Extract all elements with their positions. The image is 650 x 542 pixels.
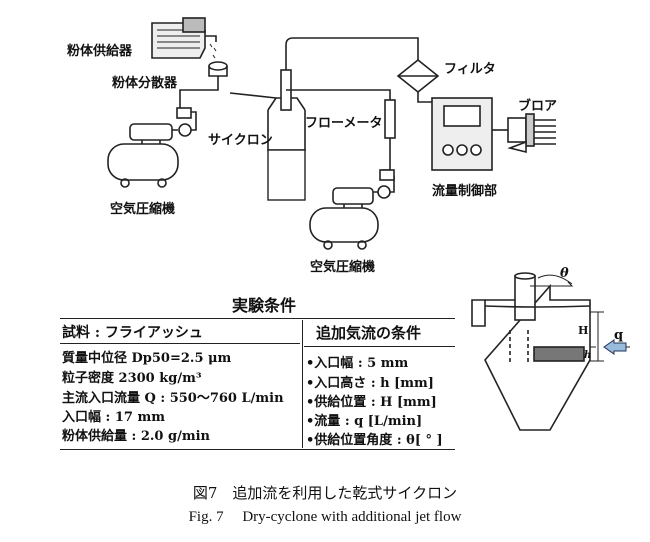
table-top-rule [60, 318, 455, 319]
label-air-compressor-2: 空気圧縮機 [310, 260, 376, 275]
label-q: q [614, 328, 624, 343]
main-header-rule [60, 343, 300, 344]
label-flow-meter: フローメータ [305, 116, 383, 131]
label-flow-controller: 流量制御部 [432, 184, 498, 199]
table-bottom-rule [60, 449, 455, 450]
main-conditions-header: 試料 : フライアッシュ [62, 325, 203, 341]
air-compressor-1-icon [107, 107, 197, 188]
conditions-title: 実験条件 [232, 296, 297, 315]
main-condition-5: 粉体供給量 : 2.0 g/min [62, 429, 210, 444]
outlet-pipe [285, 37, 419, 70]
jet-condition-2: •入口高さ : h [mm] [306, 376, 434, 391]
main-condition-2: 粒子密度 2300 kg/m³ [62, 371, 202, 386]
caption-english: Fig. 7 Dry-cyclone with additional jet f… [188, 509, 462, 525]
label-air-compressor-1: 空気圧縮機 [110, 202, 176, 217]
label-cyclone: サイクロン [208, 133, 273, 148]
caption-japanese: 図7 追加流を利用した乾式サイクロン [192, 484, 458, 502]
flow-meter-icon [382, 99, 396, 171]
label-H: H [578, 324, 589, 337]
powder-disperser-icon [179, 61, 228, 110]
main-condition-4: 入口幅 : 17 mm [62, 410, 165, 425]
jet-conditions-header: 追加気流の条件 [316, 324, 422, 342]
flow-controller-icon [431, 97, 508, 171]
label-powder-disperser: 粉体分散器 [112, 76, 178, 91]
label-h: h [584, 350, 592, 361]
air-compressor-2-icon [309, 169, 395, 250]
main-condition-3: 主流入口流量 Q : 550〜760 L/min [62, 391, 284, 406]
jet-condition-5: •供給位置角度 : θ[ ° ] [306, 433, 443, 448]
jet-condition-4: •流量 : q [L/min] [306, 414, 423, 429]
label-theta: θ [560, 266, 569, 281]
filter-icon [396, 58, 440, 103]
label-filter: フィルタ [444, 62, 496, 77]
jet-condition-3: •供給位置 : H [mm] [306, 395, 437, 410]
main-condition-1: 質量中位径 Dp50=2.5 μm [62, 351, 232, 366]
label-powder-feeder: 粉体供給器 [67, 44, 133, 59]
powder-feeder-icon [151, 17, 217, 59]
blower-icon [507, 113, 556, 154]
label-blower: ブロア [518, 99, 558, 114]
column-divider [302, 320, 303, 448]
cyclone-detail-icon [471, 272, 630, 431]
jet-condition-1: •入口幅 : 5 mm [306, 356, 409, 371]
jet-header-rule [304, 346, 455, 347]
